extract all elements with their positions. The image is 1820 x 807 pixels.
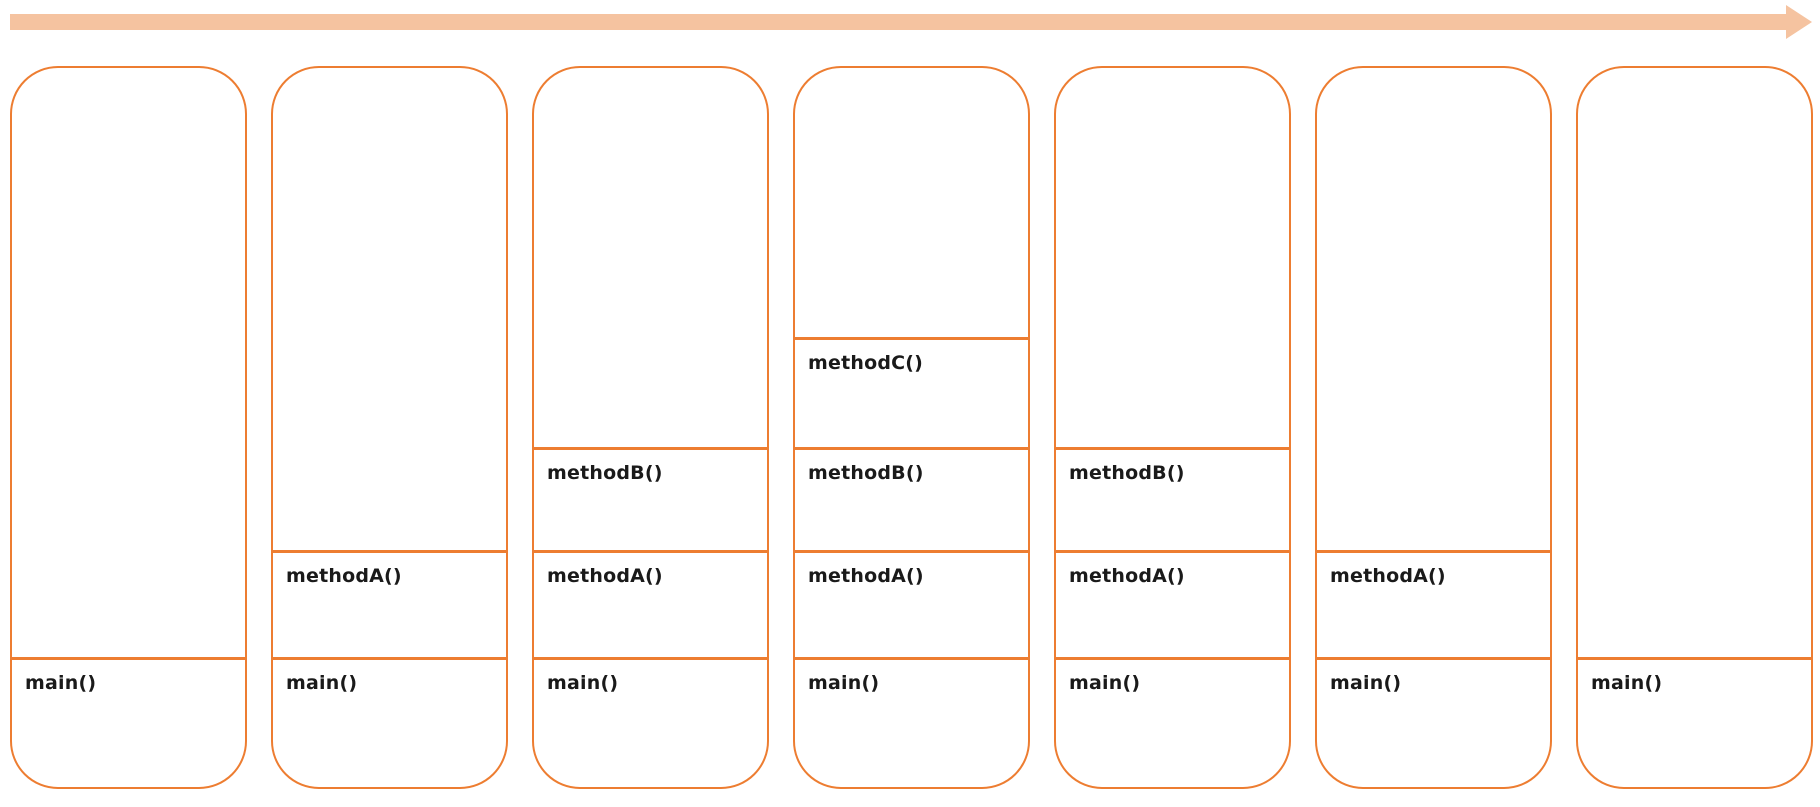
stack-frame: methodB() bbox=[1056, 447, 1289, 484]
frame-label: main() bbox=[1591, 672, 1663, 694]
frame-label: main() bbox=[547, 672, 619, 694]
time-arrow-body bbox=[10, 14, 1786, 30]
stack-column-7: main() bbox=[1576, 66, 1813, 789]
stack-frame: main() bbox=[1056, 657, 1289, 694]
stack-frame: methodA() bbox=[1056, 550, 1289, 587]
frame-label: methodB() bbox=[1069, 462, 1185, 484]
time-arrow bbox=[10, 5, 1812, 39]
frame-label: methodB() bbox=[547, 462, 663, 484]
stack-frame: methodB() bbox=[534, 447, 767, 484]
frame-label: methodC() bbox=[808, 352, 924, 374]
frame-label: methodA() bbox=[1330, 565, 1446, 587]
stack-frame: main() bbox=[12, 657, 245, 694]
stack-column-4: main() methodA() methodB() methodC() bbox=[793, 66, 1030, 789]
stack-frame: main() bbox=[1317, 657, 1550, 694]
stack-snapshots: main() main() methodA() main() methodA() meth… bbox=[10, 66, 1813, 789]
frame-label: methodA() bbox=[547, 565, 663, 587]
stack-column-5: main() methodA() methodB() bbox=[1054, 66, 1291, 789]
stack-frame: methodA() bbox=[273, 550, 506, 587]
frame-label: methodA() bbox=[1069, 565, 1185, 587]
stack-frame: methodA() bbox=[1317, 550, 1550, 587]
frame-label: main() bbox=[1069, 672, 1141, 694]
frame-label: main() bbox=[1330, 672, 1402, 694]
frame-label: methodA() bbox=[808, 565, 924, 587]
stack-frame: main() bbox=[534, 657, 767, 694]
stack-frame: methodA() bbox=[795, 550, 1028, 587]
stack-column-2: main() methodA() bbox=[271, 66, 508, 789]
stack-frame: methodC() bbox=[795, 337, 1028, 374]
stack-column-6: main() methodA() bbox=[1315, 66, 1552, 789]
frame-label: methodB() bbox=[808, 462, 924, 484]
stack-column-3: main() methodA() methodB() bbox=[532, 66, 769, 789]
stack-frame: main() bbox=[273, 657, 506, 694]
time-arrow-head-icon bbox=[1786, 5, 1812, 39]
frame-label: main() bbox=[25, 672, 97, 694]
stack-frame: main() bbox=[795, 657, 1028, 694]
frame-label: main() bbox=[808, 672, 880, 694]
stack-column-1: main() bbox=[10, 66, 247, 789]
stack-frame: methodB() bbox=[795, 447, 1028, 484]
stack-frame: main() bbox=[1578, 657, 1811, 694]
frame-label: methodA() bbox=[286, 565, 402, 587]
stack-frame: methodA() bbox=[534, 550, 767, 587]
frame-label: main() bbox=[286, 672, 358, 694]
